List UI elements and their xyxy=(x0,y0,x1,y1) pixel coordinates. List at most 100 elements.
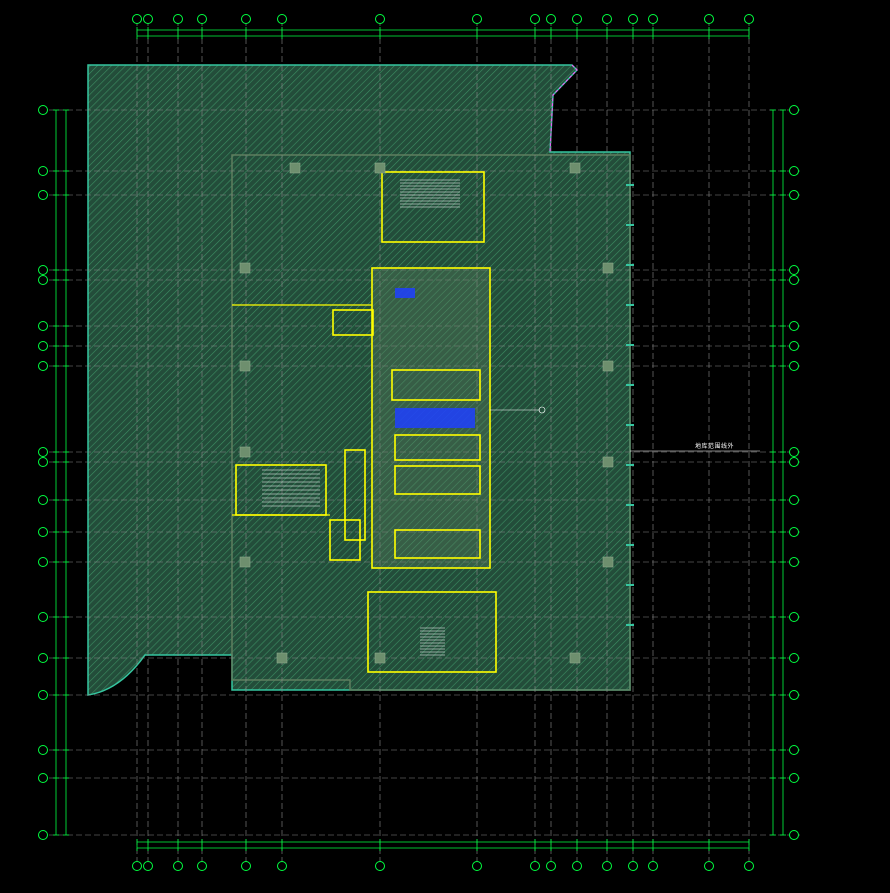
col-bubble-bottom-8-circle xyxy=(472,861,482,871)
col-bubble-top-12-circle xyxy=(602,14,612,24)
col-bubble-bottom-11-circle xyxy=(572,861,582,871)
col-bubble-top-1 xyxy=(132,14,142,24)
stair-core-bottom xyxy=(367,591,497,673)
col-bubble-top-5-circle xyxy=(241,14,251,24)
row-bubble-left-16-circle xyxy=(38,690,48,700)
col-bubble-top-11-circle xyxy=(572,14,582,24)
column-9 xyxy=(602,456,614,468)
row-bubble-left-6-circle xyxy=(38,321,48,331)
row-bubble-left-16 xyxy=(38,690,48,700)
row-bubble-left-19 xyxy=(38,830,48,840)
row-bubble-left-8 xyxy=(38,361,48,371)
row-bubble-right-11-circle xyxy=(789,495,799,505)
row-bubble-right-17-circle xyxy=(789,745,799,755)
row-bubble-left-2 xyxy=(38,166,48,176)
column-10 xyxy=(239,556,251,568)
row-bubble-right-14-circle xyxy=(789,612,799,622)
col-bubble-top-7 xyxy=(375,14,385,24)
col-bubble-top-3 xyxy=(173,14,183,24)
row-bubble-right-19-circle xyxy=(789,830,799,840)
row-bubble-left-12-circle xyxy=(38,527,48,537)
corridor-west xyxy=(344,449,366,541)
row-bubble-left-3 xyxy=(38,190,48,200)
row-bubble-left-17-circle xyxy=(38,745,48,755)
col-bubble-bottom-1-circle xyxy=(132,861,142,871)
site-boundary-dashed xyxy=(549,64,578,153)
col-bubble-bottom-6-circle xyxy=(277,861,287,871)
col-bubble-bottom-4-circle xyxy=(197,861,207,871)
row-bubble-right-12-circle xyxy=(789,527,799,537)
lift-bank-3 xyxy=(394,465,481,495)
col-bubble-top-6 xyxy=(277,14,287,24)
row-bubble-left-7-circle xyxy=(38,341,48,351)
blue-zone-1 xyxy=(395,408,475,428)
col-bubble-bottom-10-circle xyxy=(546,861,556,871)
col-bubble-bottom-3 xyxy=(173,861,183,871)
site-hatch xyxy=(87,64,631,696)
column-7 xyxy=(602,360,614,372)
row-bubble-left-3-circle xyxy=(38,190,48,200)
col-bubble-top-6-circle xyxy=(277,14,287,24)
row-bubble-left-4-circle xyxy=(38,265,48,275)
row-bubble-right-2 xyxy=(789,166,799,176)
col-bubble-bottom-5-circle xyxy=(241,861,251,871)
row-bubble-left-9 xyxy=(38,447,48,457)
col-bubble-bottom-13-circle xyxy=(628,861,638,871)
row-bubble-right-1-circle xyxy=(789,105,799,115)
blue-zone-2 xyxy=(395,288,415,298)
row-bubble-right-2-circle xyxy=(789,166,799,176)
row-bubble-left-15 xyxy=(38,653,48,663)
row-bubble-left-4 xyxy=(38,265,48,275)
col-bubble-top-14 xyxy=(648,14,658,24)
row-bubble-left-18 xyxy=(38,773,48,783)
col-bubble-top-4 xyxy=(197,14,207,24)
row-bubble-right-16 xyxy=(789,690,799,700)
col-bubble-top-12 xyxy=(602,14,612,24)
column-2 xyxy=(374,162,386,174)
col-bubble-top-16-circle xyxy=(744,14,754,24)
col-bubble-top-16 xyxy=(744,14,754,24)
row-bubble-left-11 xyxy=(38,495,48,505)
column-8 xyxy=(239,446,251,458)
row-bubble-right-1 xyxy=(789,105,799,115)
col-bubble-top-10 xyxy=(546,14,556,24)
lift-bank-2 xyxy=(394,434,481,461)
stair-core-top xyxy=(381,171,485,243)
col-bubble-top-15 xyxy=(704,14,714,24)
col-bubble-bottom-16-circle xyxy=(744,861,754,871)
col-bubble-top-3-circle xyxy=(173,14,183,24)
col-bubble-bottom-12 xyxy=(602,861,612,871)
row-bubble-right-11 xyxy=(789,495,799,505)
col-bubble-bottom-9-circle xyxy=(530,861,540,871)
row-bubble-right-12 xyxy=(789,527,799,537)
col-bubble-top-5 xyxy=(241,14,251,24)
row-bubble-right-8-circle xyxy=(789,361,799,371)
col-bubble-bottom-14-circle xyxy=(648,861,658,871)
col-bubble-top-9-circle xyxy=(530,14,540,24)
col-bubble-bottom-7 xyxy=(375,861,385,871)
row-bubble-right-6 xyxy=(789,321,799,331)
column-4 xyxy=(239,262,251,274)
col-bubble-top-14-circle xyxy=(648,14,658,24)
col-bubble-bottom-11 xyxy=(572,861,582,871)
col-bubble-top-13-circle xyxy=(628,14,638,24)
col-bubble-top-1-circle xyxy=(132,14,142,24)
row-bubble-right-7 xyxy=(789,341,799,351)
col-bubble-top-8-circle xyxy=(472,14,482,24)
row-bubble-right-3 xyxy=(789,190,799,200)
row-bubble-left-14-circle xyxy=(38,612,48,622)
shaft-a xyxy=(332,309,374,336)
row-bubble-left-13 xyxy=(38,557,48,567)
col-bubble-bottom-3-circle xyxy=(173,861,183,871)
row-bubble-left-17 xyxy=(38,745,48,755)
lift-bank-1 xyxy=(391,369,481,401)
row-bubble-right-18 xyxy=(789,773,799,783)
col-bubble-bottom-8 xyxy=(472,861,482,871)
col-bubble-bottom-4 xyxy=(197,861,207,871)
column-11 xyxy=(602,556,614,568)
col-bubble-top-2 xyxy=(143,14,153,24)
col-bubble-bottom-5 xyxy=(241,861,251,871)
column-1 xyxy=(289,162,301,174)
col-bubble-top-11 xyxy=(572,14,582,24)
